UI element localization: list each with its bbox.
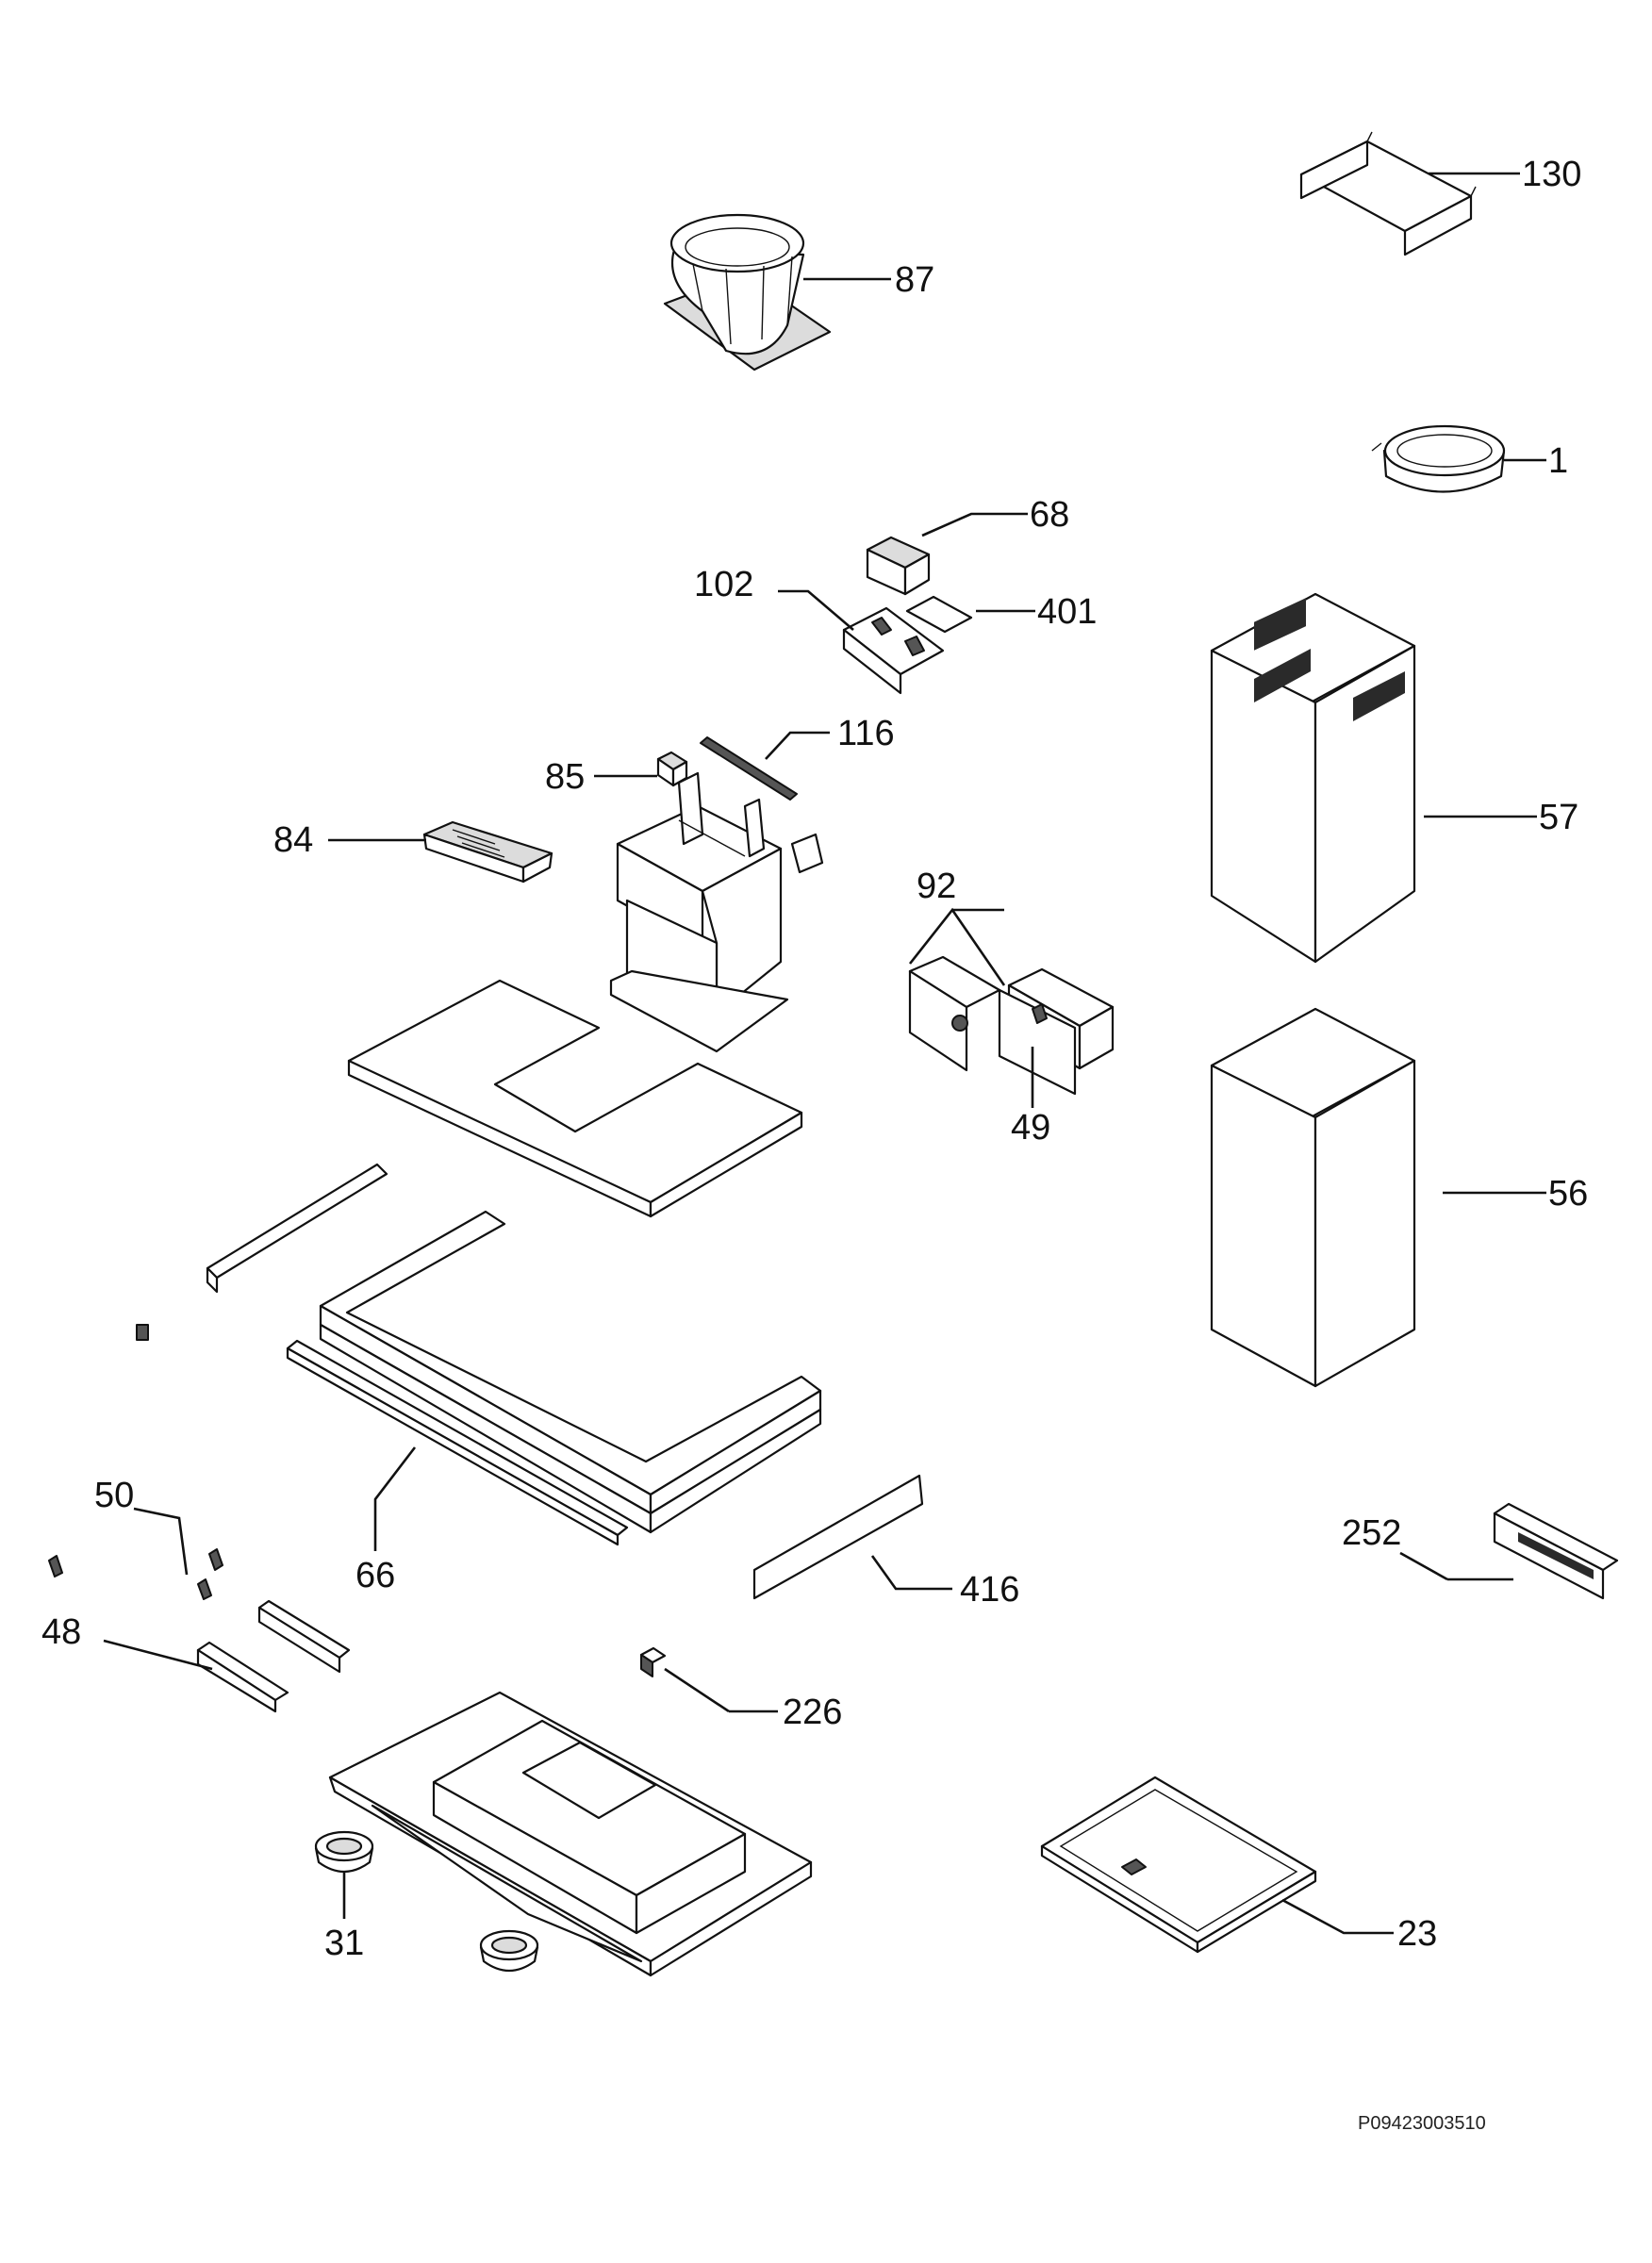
part-label-66: 66 bbox=[355, 1556, 395, 1595]
leader-48 bbox=[103, 1639, 213, 1671]
board-holder-icon bbox=[842, 606, 945, 695]
part-label-85: 85 bbox=[545, 757, 585, 797]
ring-flange-icon bbox=[1371, 424, 1506, 493]
air-outlet-collar-icon bbox=[663, 213, 832, 372]
part-label-23: 23 bbox=[1397, 1914, 1437, 1954]
rail-strip-icon bbox=[700, 736, 798, 801]
bracket-rail bbox=[257, 1599, 351, 1674]
lower-chimney-icon bbox=[1210, 1007, 1416, 1388]
part-label-416: 416 bbox=[960, 1570, 1019, 1610]
screw-icon bbox=[48, 1548, 223, 1600]
bracket-plate-icon bbox=[196, 1641, 289, 1713]
leader-68 bbox=[921, 512, 1028, 537]
lamp-unit-icon bbox=[1493, 1502, 1619, 1600]
part-label-401: 401 bbox=[1037, 592, 1097, 632]
part-label-49: 49 bbox=[1011, 1108, 1050, 1148]
pcb-icon bbox=[908, 955, 1077, 1096]
leader-116 bbox=[765, 731, 830, 760]
part-label-56: 56 bbox=[1548, 1174, 1588, 1214]
glass-strip-icon bbox=[752, 1474, 924, 1600]
part-label-116: 116 bbox=[837, 714, 895, 753]
leader-102 bbox=[778, 589, 854, 631]
part-label-84: 84 bbox=[273, 820, 313, 860]
leader-252 bbox=[1399, 1551, 1448, 1581]
part-label-48: 48 bbox=[41, 1612, 81, 1652]
part-label-102: 102 bbox=[694, 565, 753, 604]
hood-canopy-body bbox=[328, 1691, 813, 1977]
part-label-31: 31 bbox=[324, 1924, 364, 1963]
document-code: P09423003510 bbox=[1358, 2113, 1486, 2134]
leader-66 bbox=[373, 1446, 417, 1551]
part-label-68: 68 bbox=[1030, 495, 1069, 535]
part-label-57: 57 bbox=[1539, 798, 1578, 837]
lamp-holder-2 bbox=[479, 1929, 539, 1973]
part-label-226: 226 bbox=[783, 1693, 842, 1732]
lamp-holder-icon bbox=[314, 1830, 374, 1874]
capacitor-icon bbox=[422, 820, 553, 884]
motor-housing bbox=[609, 771, 824, 1053]
mounting-bracket-icon bbox=[1299, 131, 1477, 256]
side-profile-bar bbox=[206, 1163, 388, 1294]
leader-226 bbox=[664, 1667, 730, 1713]
upper-chimney-icon bbox=[1210, 592, 1416, 964]
leader-416 bbox=[870, 1555, 952, 1591]
small-clip bbox=[136, 1324, 149, 1341]
leader-50 bbox=[133, 1507, 189, 1576]
knob-icon bbox=[639, 1646, 667, 1677]
part-label-87: 87 bbox=[895, 260, 934, 300]
part-label-92: 92 bbox=[917, 867, 956, 906]
top-cover-plate bbox=[347, 979, 803, 1218]
part-label-50: 50 bbox=[94, 1476, 134, 1515]
part-label-252: 252 bbox=[1342, 1513, 1401, 1553]
leader-23 bbox=[1281, 1898, 1394, 1935]
grease-filter-icon bbox=[1040, 1776, 1317, 1954]
part-label-130: 130 bbox=[1522, 155, 1581, 194]
frame-profile-icon bbox=[286, 1210, 822, 1546]
cover-box-icon bbox=[866, 536, 931, 596]
part-label-1: 1 bbox=[1548, 441, 1568, 481]
insulation-sheet-icon bbox=[905, 595, 973, 634]
